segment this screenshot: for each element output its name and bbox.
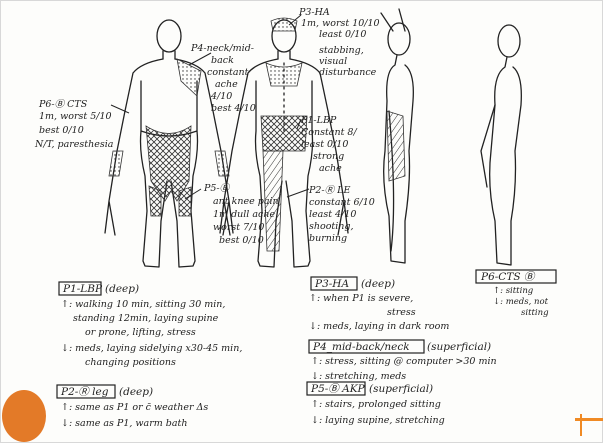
p5-note-type: (superficial) xyxy=(369,383,433,395)
p3-least: least 0/10 xyxy=(319,29,366,40)
p5-easing: ↓: laying supine, stretching xyxy=(311,415,445,426)
p3-disturbance: disturbance xyxy=(319,67,376,78)
p2-constant: constant 6/10 xyxy=(309,197,375,208)
p6-easing-2: sitting xyxy=(521,308,549,318)
p6-aggravating: ↑: sitting xyxy=(493,286,533,296)
p6-worst: 1m, worst 5/10 xyxy=(39,111,112,122)
p4-easing: ↓: stretching, meds xyxy=(311,371,406,382)
p3-worst: 1m, worst 10/10 xyxy=(301,18,380,29)
p4-worst: 4/10 xyxy=(211,91,232,102)
p2-note-type: (deep) xyxy=(119,386,153,398)
p1-easing-1: ↓: meds, laying sidelying x30-45 min, xyxy=(61,343,242,354)
p5-note-title: P5-Ⓑ AKP xyxy=(311,383,365,395)
p1-easing-2: changing positions xyxy=(85,357,176,368)
p6-label: P6-Ⓑ CTS xyxy=(39,99,87,110)
p1-aggravating-2: standing 12min, laying supine xyxy=(73,313,218,324)
back-neck-shading xyxy=(266,63,302,86)
p6-best: best 0/10 xyxy=(39,125,84,136)
p2-label: P2-Ⓡ LE xyxy=(309,185,350,196)
p2-least: least 4/10 xyxy=(309,209,356,220)
p3-easing: ↓: meds, laying in dark room xyxy=(309,321,449,332)
p4-ache: ache xyxy=(215,79,238,90)
p1-ache: ache xyxy=(319,163,342,174)
p2-shooting: shooting, xyxy=(309,221,354,232)
p5-knee: ant knee pain xyxy=(213,196,279,207)
p3-note-type: (deep) xyxy=(361,278,395,290)
p5-worst: worst 7/10 xyxy=(213,222,264,233)
p5-aggravating: ↑: stairs, prolonged sitting xyxy=(311,399,441,410)
p3-visual: visual xyxy=(319,56,347,67)
p3-aggravating-2: stress xyxy=(387,307,416,318)
p2-easing: ↓: same as P1, warm bath xyxy=(61,418,187,429)
p4-back: back xyxy=(211,55,234,66)
p1-aggravating-1: ↑: walking 10 min, sitting 30 min, xyxy=(61,299,225,310)
p1-aggravating-3: or prone, lifting, stress xyxy=(85,327,196,338)
p1-constant: Constant 8/ xyxy=(301,127,357,138)
p6-easing-1: ↓: meds, not xyxy=(493,297,548,307)
p1-strong: strong xyxy=(313,151,344,162)
p5-dull: 1m dull ache xyxy=(213,209,275,220)
p1-least: least 0/10 xyxy=(301,139,348,150)
p4-note-type: (superficial) xyxy=(427,341,491,353)
p3-note-title: P3-HA xyxy=(315,278,349,290)
p4-constant: constant xyxy=(207,67,248,78)
side-leg-shading xyxy=(387,111,405,181)
p1-label: P1-LBP xyxy=(301,115,336,126)
p3-aggravating-1: ↑: when P1 is severe, xyxy=(309,293,413,304)
p4-label: P4-neck/mid- xyxy=(191,43,254,54)
p4-aggravating: ↑: stress, sitting @ computer >30 min xyxy=(311,356,497,367)
left-side-figure xyxy=(481,25,521,265)
p6-nt: N/T, paresthesia xyxy=(35,139,113,150)
p2-burning: burning xyxy=(309,233,347,244)
p2-note-title: P2-Ⓡ leg xyxy=(61,386,108,398)
p5-label: P5-Ⓑ xyxy=(204,183,229,194)
slide-accent-bar xyxy=(575,418,603,421)
slide-corner-badge xyxy=(2,390,46,442)
p3-label: P3-HA xyxy=(299,7,330,18)
p1-note-type: (deep) xyxy=(105,283,139,295)
p4-best: best 4/10 xyxy=(211,103,256,114)
p3-stabbing: stabbing, xyxy=(319,45,364,56)
p6-note-title: P6-CTS Ⓑ xyxy=(481,271,534,283)
p2-aggravating: ↑: same as P1 or c̄ weather Δs xyxy=(61,402,208,413)
p4-note-title: P4_mid-back/neck xyxy=(313,341,410,353)
p1-note-title: P1-LBP xyxy=(63,283,102,295)
p5-best: best 0/10 xyxy=(219,235,264,246)
